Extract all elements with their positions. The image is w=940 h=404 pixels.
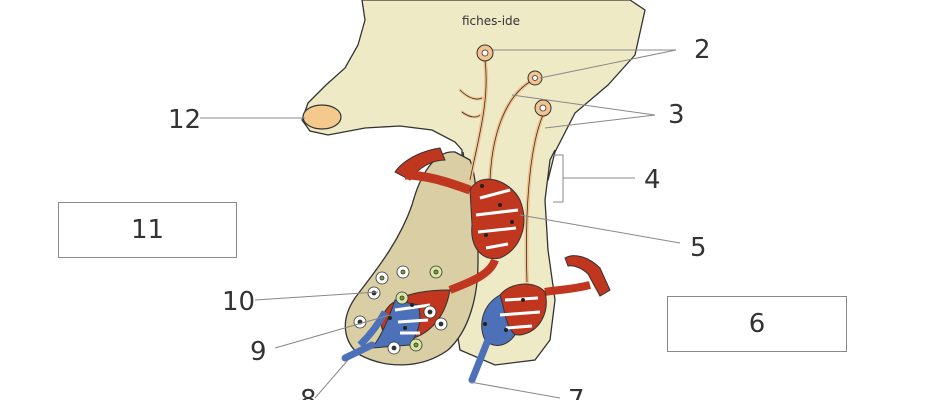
label-9: 9 bbox=[250, 337, 267, 367]
answer-box-6: 6 bbox=[667, 296, 847, 352]
optic-chiasm bbox=[302, 104, 342, 130]
label-5: 5 bbox=[690, 233, 707, 263]
inferior-artery bbox=[544, 281, 591, 296]
label-10: 10 bbox=[222, 287, 255, 317]
label-4: 4 bbox=[644, 165, 661, 195]
answer-box-11-label: 11 bbox=[130, 215, 165, 245]
secondary-plexus bbox=[357, 289, 451, 349]
label-2: 2 bbox=[694, 35, 711, 65]
posterior-plexus bbox=[481, 283, 547, 346]
label-8: 8 bbox=[300, 385, 317, 400]
primary-plexus bbox=[469, 178, 525, 260]
neuron-cell-bodies bbox=[476, 44, 552, 117]
superior-artery bbox=[404, 170, 472, 195]
posterior-vein bbox=[468, 336, 492, 384]
answer-box-11: 11 bbox=[58, 202, 237, 258]
portal-vessel bbox=[448, 258, 499, 294]
inferior-artery-cap bbox=[564, 255, 611, 297]
answer-box-6-label: 6 bbox=[748, 309, 766, 339]
anterior-vein bbox=[341, 341, 376, 362]
label-7: 7 bbox=[568, 385, 585, 400]
adenohypophysis bbox=[344, 151, 479, 366]
secretory-cells bbox=[353, 265, 448, 355]
label-12: 12 bbox=[168, 105, 201, 135]
watermark: fiches-ide bbox=[462, 14, 520, 28]
leader-lines bbox=[200, 49, 681, 399]
label-3: 3 bbox=[668, 100, 685, 130]
